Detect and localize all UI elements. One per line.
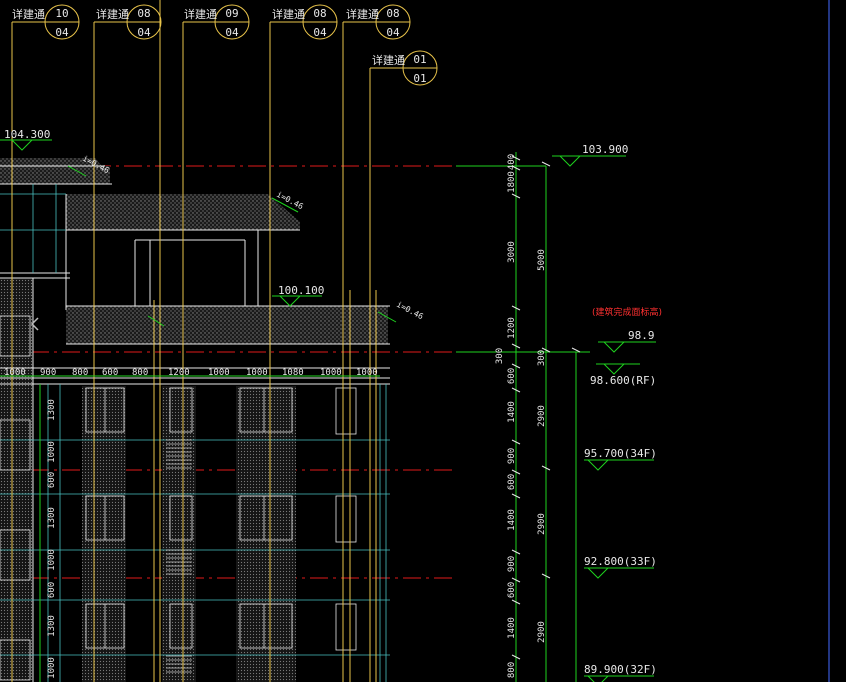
callout-bottom: 01 [413, 72, 426, 85]
dimension-label: 1000 [208, 368, 230, 378]
dimension-label: 1000 [47, 549, 57, 571]
dimension-label: 1000 [4, 368, 26, 378]
dimension-label: 1800 [507, 171, 517, 193]
facade-hatch [0, 158, 388, 682]
elevation-left-top: 104.300 [4, 128, 50, 141]
dimension-label: 2900 [537, 513, 547, 535]
callout-bottom: 04 [313, 26, 327, 39]
callout-label: 详建通 [184, 7, 217, 21]
callout-leaders [11, 0, 404, 682]
callout-circles [44, 4, 438, 86]
dimension-label: 600 [102, 368, 118, 378]
dimension-label: 600 [507, 368, 517, 384]
dimension-label: 1000 [356, 368, 378, 378]
dimension-label: 1000 [320, 368, 342, 378]
callout-bottom: 04 [137, 26, 151, 39]
dimension-label: 800 [132, 368, 148, 378]
dimension-label: 1000 [47, 657, 57, 679]
dimension-label: 800 [507, 662, 517, 678]
elevation-34f: 95.700(34F) [584, 447, 657, 460]
callout-top: 10 [55, 7, 68, 20]
callout-label: 详建通 [372, 53, 405, 67]
elevation-right-top: 103.900 [582, 143, 628, 156]
dimension-ticks [511, 155, 581, 660]
callout-label: 详建通 [346, 7, 379, 21]
dimension-label: 1300 [47, 507, 57, 529]
dimension-label: 1400 [507, 509, 517, 531]
dimension-label: 600 [47, 582, 57, 598]
vertical-dimensions-outer: 5000 300 2900 2900 2900 [537, 249, 547, 643]
dimension-label: 900 [507, 448, 517, 464]
dimension-label: 900 [40, 368, 56, 378]
elevation-rf: 98.600(RF) [590, 374, 656, 387]
elevation-note: (建筑完成面标高) [592, 306, 662, 318]
dimension-label: 5000 [537, 249, 547, 271]
windows [0, 315, 357, 681]
dimension-label: 3000 [507, 241, 517, 263]
vertical-dimensions-inner: 400 1800 3000 1200 300 600 1400 900 600 … [495, 154, 517, 678]
dimension-label: 1080 [282, 368, 304, 378]
cyan-grid [0, 184, 390, 682]
dimension-label: 600 [507, 474, 517, 490]
dimension-label: 300 [495, 348, 505, 364]
elevation-mid-roof: 100.100 [278, 284, 324, 297]
dimension-label: 600 [507, 582, 517, 598]
elevation-33f: 92.800(33F) [584, 555, 657, 568]
dimension-label: 1400 [507, 617, 517, 639]
elevation-98-9: 98.9 [628, 329, 655, 342]
dimension-label: 900 [507, 556, 517, 572]
callout-top: 01 [413, 53, 426, 66]
callout-bottom: 04 [225, 26, 239, 39]
callout-label: 详建通 [12, 7, 45, 21]
callout-label: 详建通 [96, 7, 129, 21]
slope-arrows [67, 165, 397, 327]
dimension-label: 1200 [507, 317, 517, 339]
dimension-label: 800 [72, 368, 88, 378]
louvers [166, 439, 192, 673]
callout-texts: 详建通 10 04 详建通 08 04 详建通 09 04 详建通 08 04 … [12, 7, 427, 85]
dimension-label: 1000 [246, 368, 268, 378]
callout-top: 08 [137, 7, 150, 20]
dimension-label: 400 [507, 154, 517, 170]
elevation-markers [11, 139, 625, 682]
elevation-32f: 89.900(32F) [584, 663, 657, 676]
dimension-label: 1200 [168, 368, 190, 378]
slope-texts: i=0.46 i=0.46 i=0.46 [81, 154, 425, 322]
dimension-label: 600 [47, 472, 57, 488]
dimension-label: 1300 [47, 399, 57, 421]
callout-label: 详建通 [272, 7, 305, 21]
dimension-label: 2900 [537, 405, 547, 427]
dimension-label: 300 [537, 350, 547, 366]
slope-label: i=0.46 [395, 300, 425, 322]
elevation-texts: 104.300 103.900 100.100 98.9 98.600(RF) … [4, 128, 657, 676]
callout-top: 09 [225, 7, 238, 20]
dimension-label: 1300 [47, 615, 57, 637]
callout-top: 08 [386, 7, 399, 20]
callout-bottom: 04 [55, 26, 69, 39]
dimension-label: 1400 [507, 401, 517, 423]
dimension-label: 2900 [537, 621, 547, 643]
chevron-left-icon[interactable] [30, 317, 39, 331]
callout-top: 08 [313, 7, 326, 20]
callout-bottom: 04 [386, 26, 400, 39]
horizontal-dimensions: 1000 900 800 600 800 1200 1000 1000 1080… [4, 368, 378, 378]
vertical-dimensions-left: 1300 1000 600 1300 1000 600 1300 1000 [47, 399, 57, 679]
dimension-label: 1000 [47, 441, 57, 463]
